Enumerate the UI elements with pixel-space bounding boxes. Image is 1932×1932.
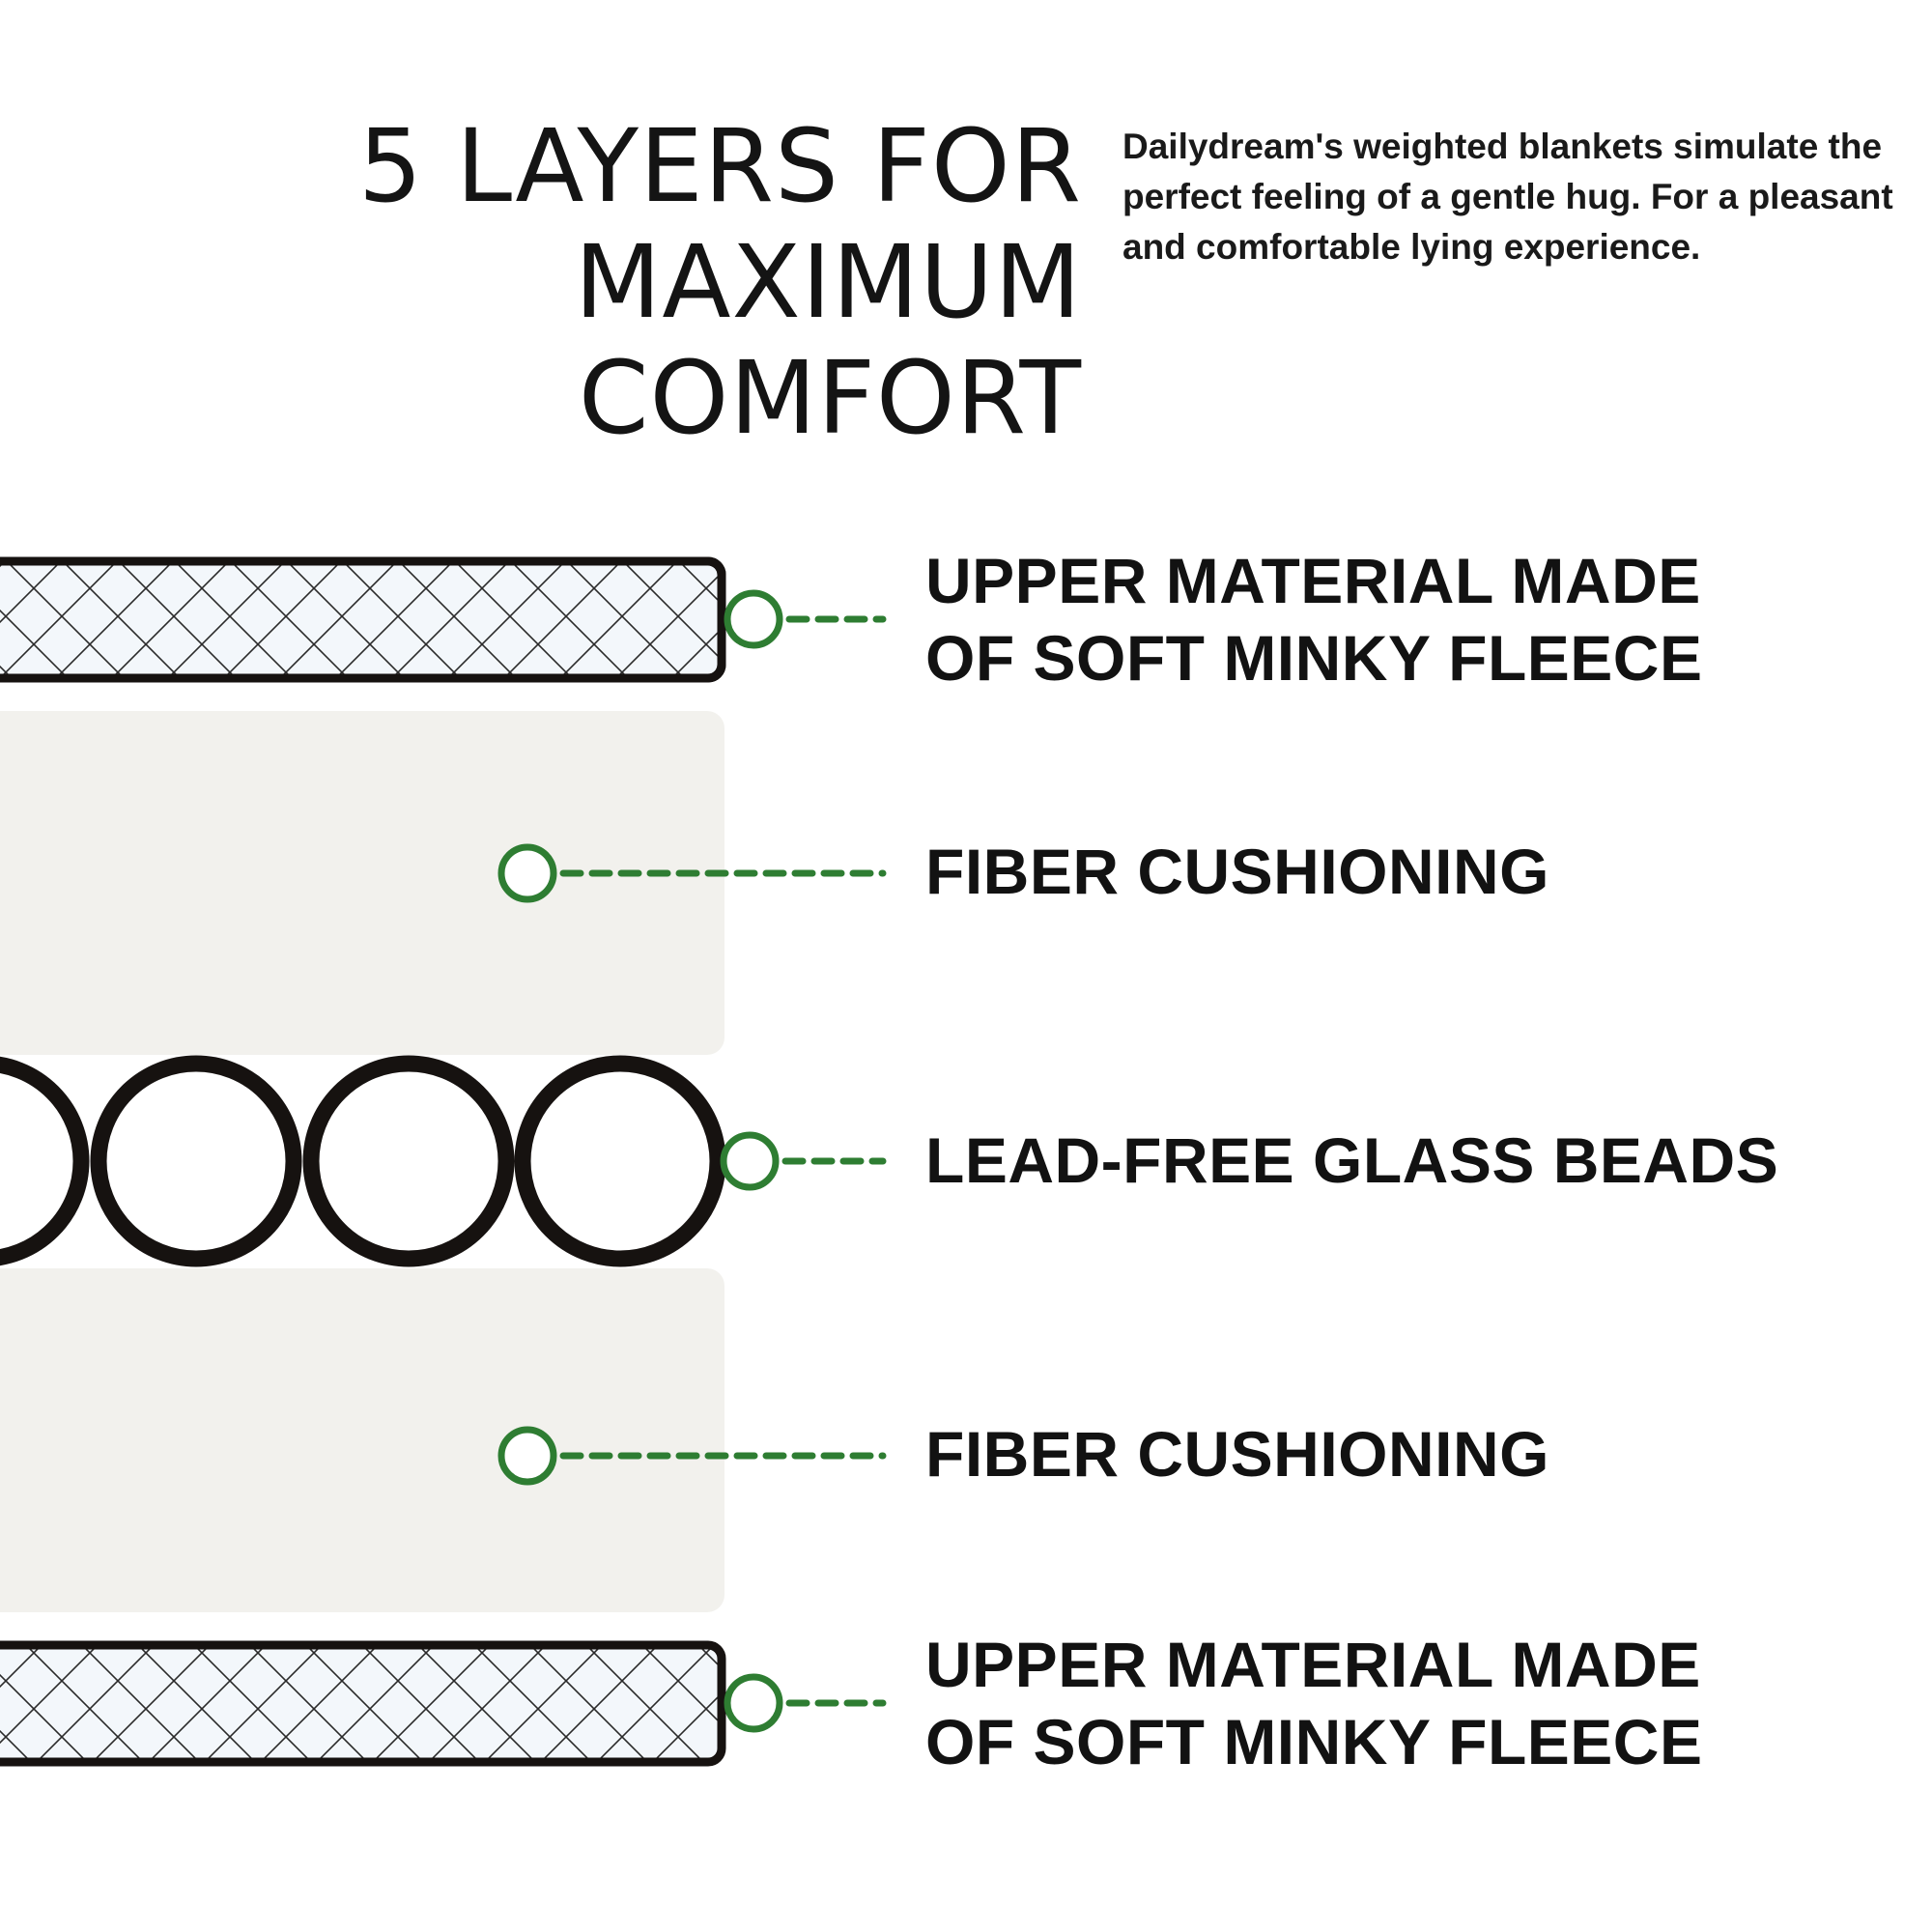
callout-connector-4: [497, 1426, 887, 1486]
glass-bead: [514, 1055, 726, 1267]
glass-bead: [90, 1055, 302, 1267]
label-line: UPPER MATERIAL MADE: [925, 1629, 1701, 1700]
title-line-1: 5 LAYERS FOR: [357, 107, 1082, 225]
glass-beads-layer: [0, 1055, 726, 1267]
glass-bead: [0, 1056, 90, 1266]
callout-connector-3: [720, 1131, 887, 1191]
callout-connector-5: [724, 1673, 887, 1733]
layer-label-bottom-fleece: UPPER MATERIAL MADE OF SOFT MINKY FLEECE: [925, 1626, 1702, 1780]
label-line: LEAD-FREE GLASS BEADS: [925, 1124, 1779, 1196]
label-line: UPPER MATERIAL MADE: [925, 545, 1701, 616]
layer-label-fiber-lower: FIBER CUSHIONING: [925, 1415, 1549, 1492]
title-line-2: MAXIMUM COMFORT: [574, 223, 1082, 457]
label-line: OF SOFT MINKY FLEECE: [925, 1706, 1703, 1777]
callout-connector-2: [497, 843, 887, 903]
callout-marker: [497, 1426, 557, 1486]
label-line: FIBER CUSHIONING: [925, 836, 1550, 907]
callout-connector-1: [724, 589, 887, 649]
intro-description: Dailydream's weighted blankets simulate …: [1122, 127, 1893, 267]
layer-label-fiber-upper: FIBER CUSHIONING: [925, 833, 1549, 910]
page-title: 5 LAYERS FOR MAXIMUM COMFORT: [97, 108, 1082, 456]
cushion-layer-upper: [0, 711, 724, 1055]
label-line: OF SOFT MINKY FLEECE: [925, 622, 1703, 694]
callout-marker: [724, 589, 783, 649]
glass-bead: [302, 1055, 515, 1267]
callout-marker: [720, 1131, 780, 1191]
layer-label-top-fleece: UPPER MATERIAL MADE OF SOFT MINKY FLEECE: [925, 542, 1702, 696]
fleece-layer-bottom: [0, 1640, 726, 1767]
label-line: FIBER CUSHIONING: [925, 1418, 1550, 1490]
layer-label-glass-beads: LEAD-FREE GLASS BEADS: [925, 1122, 1778, 1199]
fleece-layer-top: [0, 556, 726, 683]
cushion-layer-lower: [0, 1268, 724, 1612]
callout-marker: [497, 843, 557, 903]
callout-marker: [724, 1673, 783, 1733]
